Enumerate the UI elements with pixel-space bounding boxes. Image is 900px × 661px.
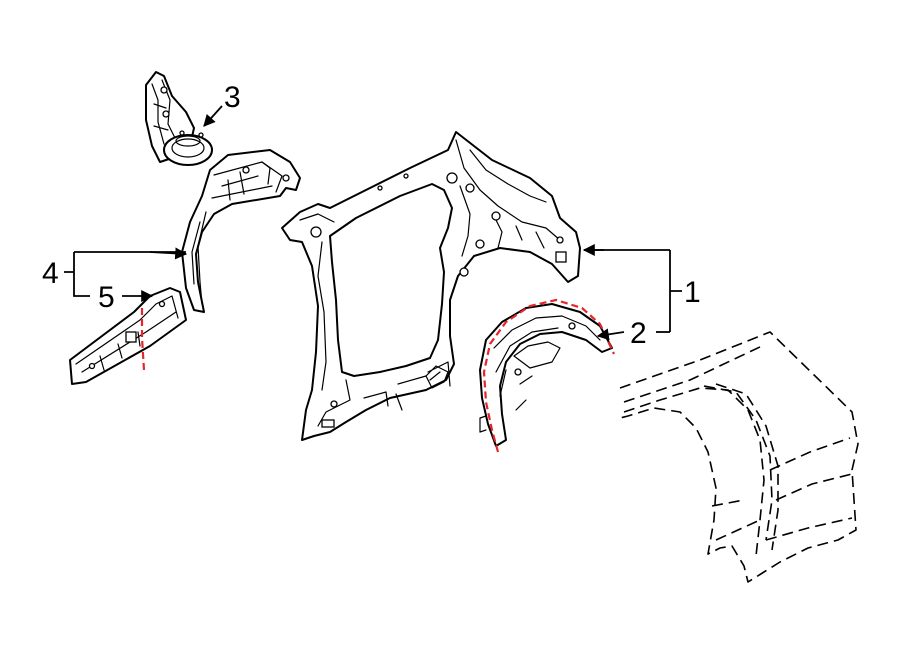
outer-quarter-panel-outline bbox=[619, 331, 859, 583]
callout-1: 1 bbox=[684, 276, 701, 309]
callout-4: 4 bbox=[42, 257, 59, 290]
part-5-extension[interactable] bbox=[69, 287, 187, 385]
callout-5: 5 bbox=[98, 281, 115, 314]
callout-leaders bbox=[64, 105, 682, 341]
part-4-inner-panel[interactable] bbox=[181, 149, 301, 313]
part-2-wheelhouse[interactable] bbox=[479, 303, 613, 447]
callout-3: 3 bbox=[224, 81, 241, 114]
part-3-pillar-bracket[interactable] bbox=[145, 71, 213, 166]
part-1-side-panel-inner[interactable] bbox=[281, 131, 581, 441]
cut-line-wheelhouse bbox=[482, 298, 615, 453]
cut-lines bbox=[140, 298, 615, 453]
callout-2: 2 bbox=[630, 317, 647, 350]
